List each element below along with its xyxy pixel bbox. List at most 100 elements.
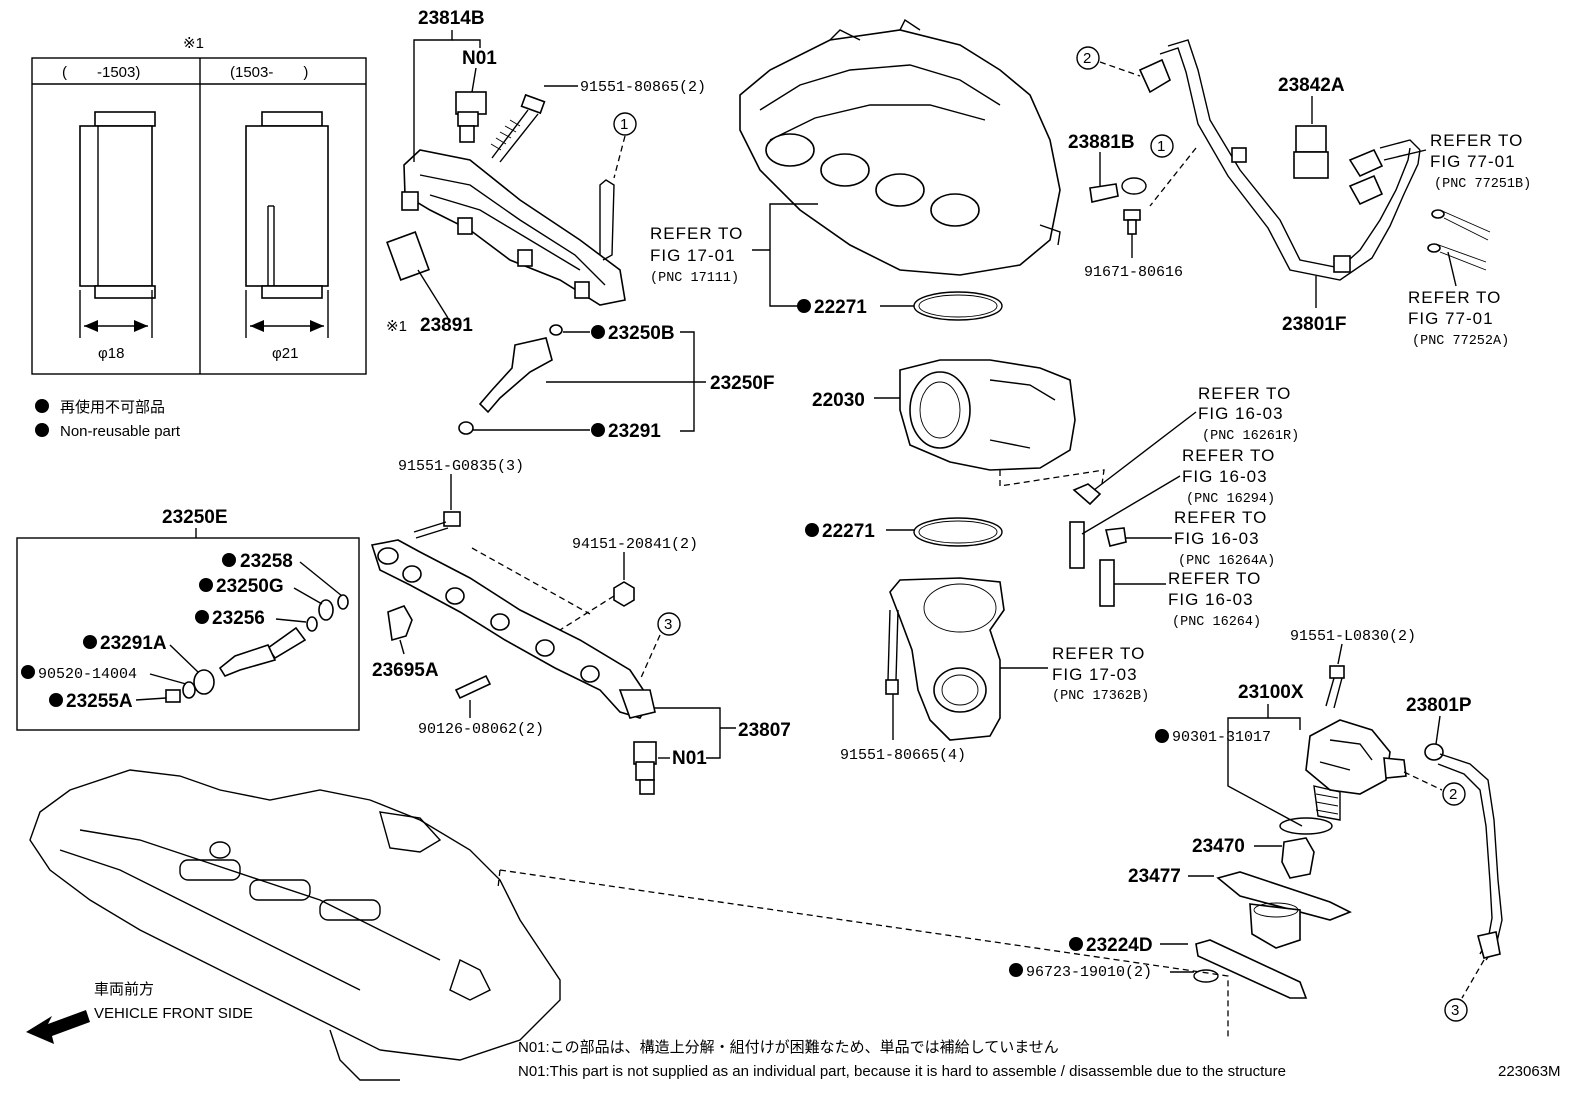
ref-17-03-l1: REFER TO xyxy=(1052,644,1145,663)
ref-16-03c-l1: REFER TO xyxy=(1174,508,1267,527)
label-23891: 23891 xyxy=(420,315,473,336)
fuel-pipe-23801F xyxy=(1138,39,1491,281)
label-23801P: 23801P xyxy=(1406,695,1472,716)
bolt-91671-80616 xyxy=(1123,209,1141,235)
gasket-22271-top xyxy=(913,291,1003,321)
ref-77-01a-l2: FIG 77-01 xyxy=(1430,152,1516,171)
circle-2-right: 2 xyxy=(1449,786,1457,803)
inset-table: ※1 ( -1503) (1503- ) φ18 xyxy=(31,35,367,375)
lifter-23470 xyxy=(1281,837,1315,879)
fuel-rail-top xyxy=(401,149,626,306)
intake-manifold xyxy=(739,18,1061,276)
label-90126-08062: 90126-08062(2) xyxy=(418,721,544,738)
label-23695A: 23695A xyxy=(372,660,439,681)
ref-16-03a-l2: FIG 16-03 xyxy=(1198,404,1284,423)
direction-jp: 車両前方 xyxy=(94,981,154,998)
injector-23250F xyxy=(458,324,563,435)
kit-parts xyxy=(165,594,349,703)
label-23842A: 23842A xyxy=(1278,75,1345,96)
label-91551-80865: 91551-80865(2) xyxy=(580,79,706,96)
direction-en: VEHICLE FRONT SIDE xyxy=(94,1005,253,1022)
mark-23891: ※1 xyxy=(386,318,407,335)
label-23807: 23807 xyxy=(738,720,791,741)
ref-16-03b-l2: FIG 16-03 xyxy=(1182,467,1268,486)
bolt-91551-G0835 xyxy=(413,511,461,539)
dim-left: φ18 xyxy=(98,345,124,362)
vacuum-hoses xyxy=(1069,483,1127,607)
label-90520-14004: 90520-14004 xyxy=(38,666,137,683)
ref-16-03c-l3: (PNC 16264A) xyxy=(1178,554,1275,569)
ref-17-03-l3: (PNC 17362B) xyxy=(1052,689,1149,704)
label-96723-19010: 96723-19010(2) xyxy=(1026,964,1152,981)
circle-3-mid: 3 xyxy=(664,616,672,633)
label-91551-L0830: 91551-L0830(2) xyxy=(1290,628,1416,645)
bolt-91551-80665 xyxy=(885,609,899,695)
pump-23100X xyxy=(1305,719,1407,821)
figure-code: 223063M xyxy=(1498,1063,1561,1080)
label-90301-31017: 90301-31017 xyxy=(1172,729,1271,746)
ref-77-01b-l2: FIG 77-01 xyxy=(1408,309,1494,328)
label-23881B: 23881B xyxy=(1068,132,1135,153)
legend-en: Non-reusable part xyxy=(60,423,181,440)
label-22271-mid: 22271 xyxy=(822,521,875,542)
label-23470: 23470 xyxy=(1192,836,1245,857)
label-23255A: 23255A xyxy=(66,691,133,712)
stud-90126 xyxy=(454,674,492,700)
ref-16-03d-l1: REFER TO xyxy=(1168,569,1261,588)
label-23224D: 23224D xyxy=(1086,935,1153,956)
label-23250B: 23250B xyxy=(608,323,675,344)
gasket-22271-mid xyxy=(913,517,1003,547)
label-91671-80616: 91671-80616 xyxy=(1084,264,1183,281)
ref-16-03a-l1: REFER TO xyxy=(1198,384,1291,403)
ref-77-01b-l1: REFER TO xyxy=(1408,288,1501,307)
circle-1-right: 1 xyxy=(1157,138,1165,155)
ref-16-03a-l3: (PNC 16261R) xyxy=(1202,429,1299,444)
bolt-91551-L0830 xyxy=(1325,665,1345,709)
ref-16-03d-l3: (PNC 16264) xyxy=(1172,615,1261,630)
footnote-jp: N01:この部品は、構造上分解・組付けが困難なため、単品では補給していません xyxy=(518,1039,1059,1056)
inset-col-left: ( -1503) xyxy=(62,64,140,81)
circle-3-bottom: 3 xyxy=(1451,1002,1459,1019)
label-22271-top: 22271 xyxy=(814,297,867,318)
fuel-pipe-23801P xyxy=(1424,743,1503,961)
label-22030: 22030 xyxy=(812,390,865,411)
throttle-body-22030 xyxy=(899,359,1076,471)
label-N01-top: N01 xyxy=(462,48,497,69)
label-23477: 23477 xyxy=(1128,866,1181,887)
circle-2-top: 2 xyxy=(1083,50,1091,67)
ref-17-03-l2: FIG 17-03 xyxy=(1052,665,1138,684)
ref-16-03b-l3: (PNC 16294) xyxy=(1186,492,1275,507)
throttle-adapter xyxy=(889,577,1005,741)
filter-left xyxy=(79,111,156,338)
label-23100X: 23100X xyxy=(1238,682,1304,703)
ref-16-03c-l2: FIG 16-03 xyxy=(1174,529,1260,548)
label-23258: 23258 xyxy=(240,551,293,572)
ref-17-01-l1: REFER TO xyxy=(650,224,743,243)
label-91551-G0835: 91551-G0835(3) xyxy=(398,458,524,475)
clip-23842A xyxy=(1293,125,1329,179)
engine-outline xyxy=(29,769,561,1081)
nut-94151 xyxy=(613,581,635,607)
kit-box-23250E xyxy=(16,537,360,731)
label-N01-bottom: N01 xyxy=(672,748,707,769)
housing-23477 xyxy=(1216,871,1352,949)
legend-jp: 再使用不可部品 xyxy=(60,399,165,416)
ref-77-01a-l1: REFER TO xyxy=(1430,131,1523,150)
ref-16-03b-l1: REFER TO xyxy=(1182,446,1275,465)
label-23801F: 23801F xyxy=(1282,314,1346,335)
ref-77-01a-l3: (PNC 77251B) xyxy=(1434,177,1531,192)
ref-17-01-l3: (PNC 17111) xyxy=(650,271,739,286)
filter-23891 xyxy=(386,231,430,281)
oring-96723 xyxy=(1193,969,1219,983)
label-23291: 23291 xyxy=(608,421,661,442)
pressure-sensor-top xyxy=(455,91,487,143)
ref-17-01-l2: FIG 17-01 xyxy=(650,246,736,265)
dim-right: φ21 xyxy=(272,345,298,362)
inset-mark: ※1 xyxy=(183,35,204,52)
pressure-sensor-bottom xyxy=(633,741,657,795)
front-direction-arrow xyxy=(26,1010,90,1044)
clip-23695A xyxy=(387,605,413,642)
label-23250E: 23250E xyxy=(162,507,228,528)
label-91551-80665: 91551-80665(4) xyxy=(840,747,966,764)
